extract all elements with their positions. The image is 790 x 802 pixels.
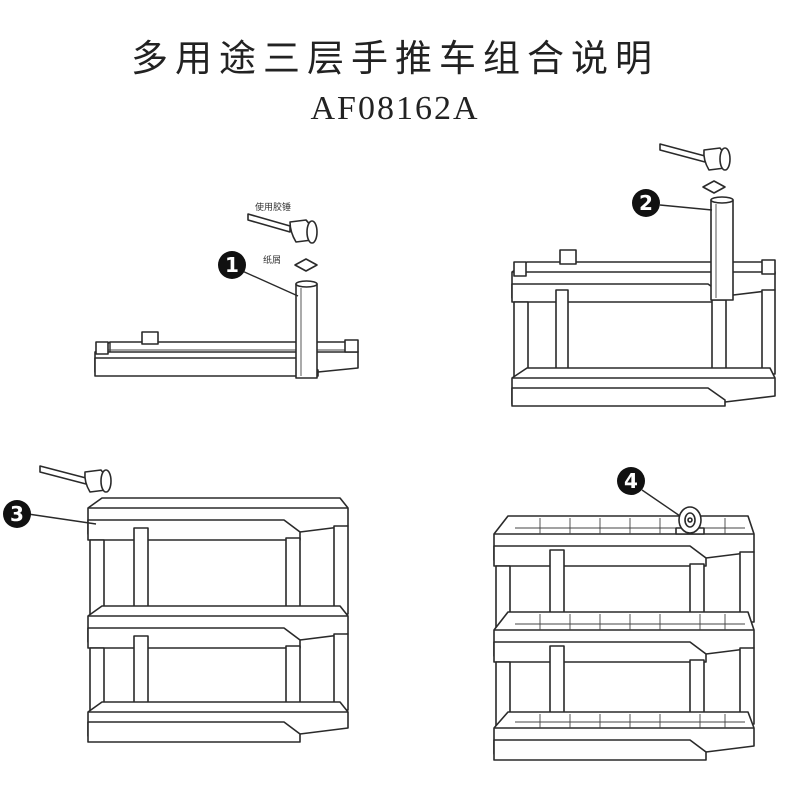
three-tier-frame (87, 497, 349, 743)
step-2-number: 2 (639, 191, 653, 215)
step-2-callout (632, 189, 660, 217)
step-3-callout (3, 500, 31, 528)
paper-pad-icon (702, 180, 726, 194)
step-3-illustration: 3 (3, 465, 349, 743)
mallet-icon (247, 213, 318, 244)
step-2-illustration: 2 (511, 143, 776, 407)
step-2-post (710, 196, 734, 301)
paper-pad-label: 纸屑 (263, 254, 281, 266)
page-title: 多用途三层手推车组合说明 (131, 37, 659, 80)
mallet-icon (39, 465, 112, 493)
mallet-label: 使用胶锤 (255, 201, 291, 213)
mallet-icon (659, 143, 731, 171)
base-shelf (94, 331, 359, 377)
two-tier-frame (511, 249, 776, 407)
finished-cart (493, 515, 755, 761)
paper-pad-icon (294, 258, 318, 272)
step-1-illustration: 使用胶锤 纸屑 1 (94, 201, 359, 379)
step-4-number: 4 (624, 469, 638, 493)
model-code: AF08162A (310, 90, 480, 127)
step-3-number: 3 (10, 502, 24, 526)
step-1-number: 1 (225, 253, 239, 277)
step-1-post (295, 280, 318, 379)
caster-wheel-icon (675, 506, 705, 535)
step-1-callout (218, 251, 246, 279)
step-4-illustration: 4 (493, 467, 755, 761)
step-4-callout (617, 467, 645, 495)
